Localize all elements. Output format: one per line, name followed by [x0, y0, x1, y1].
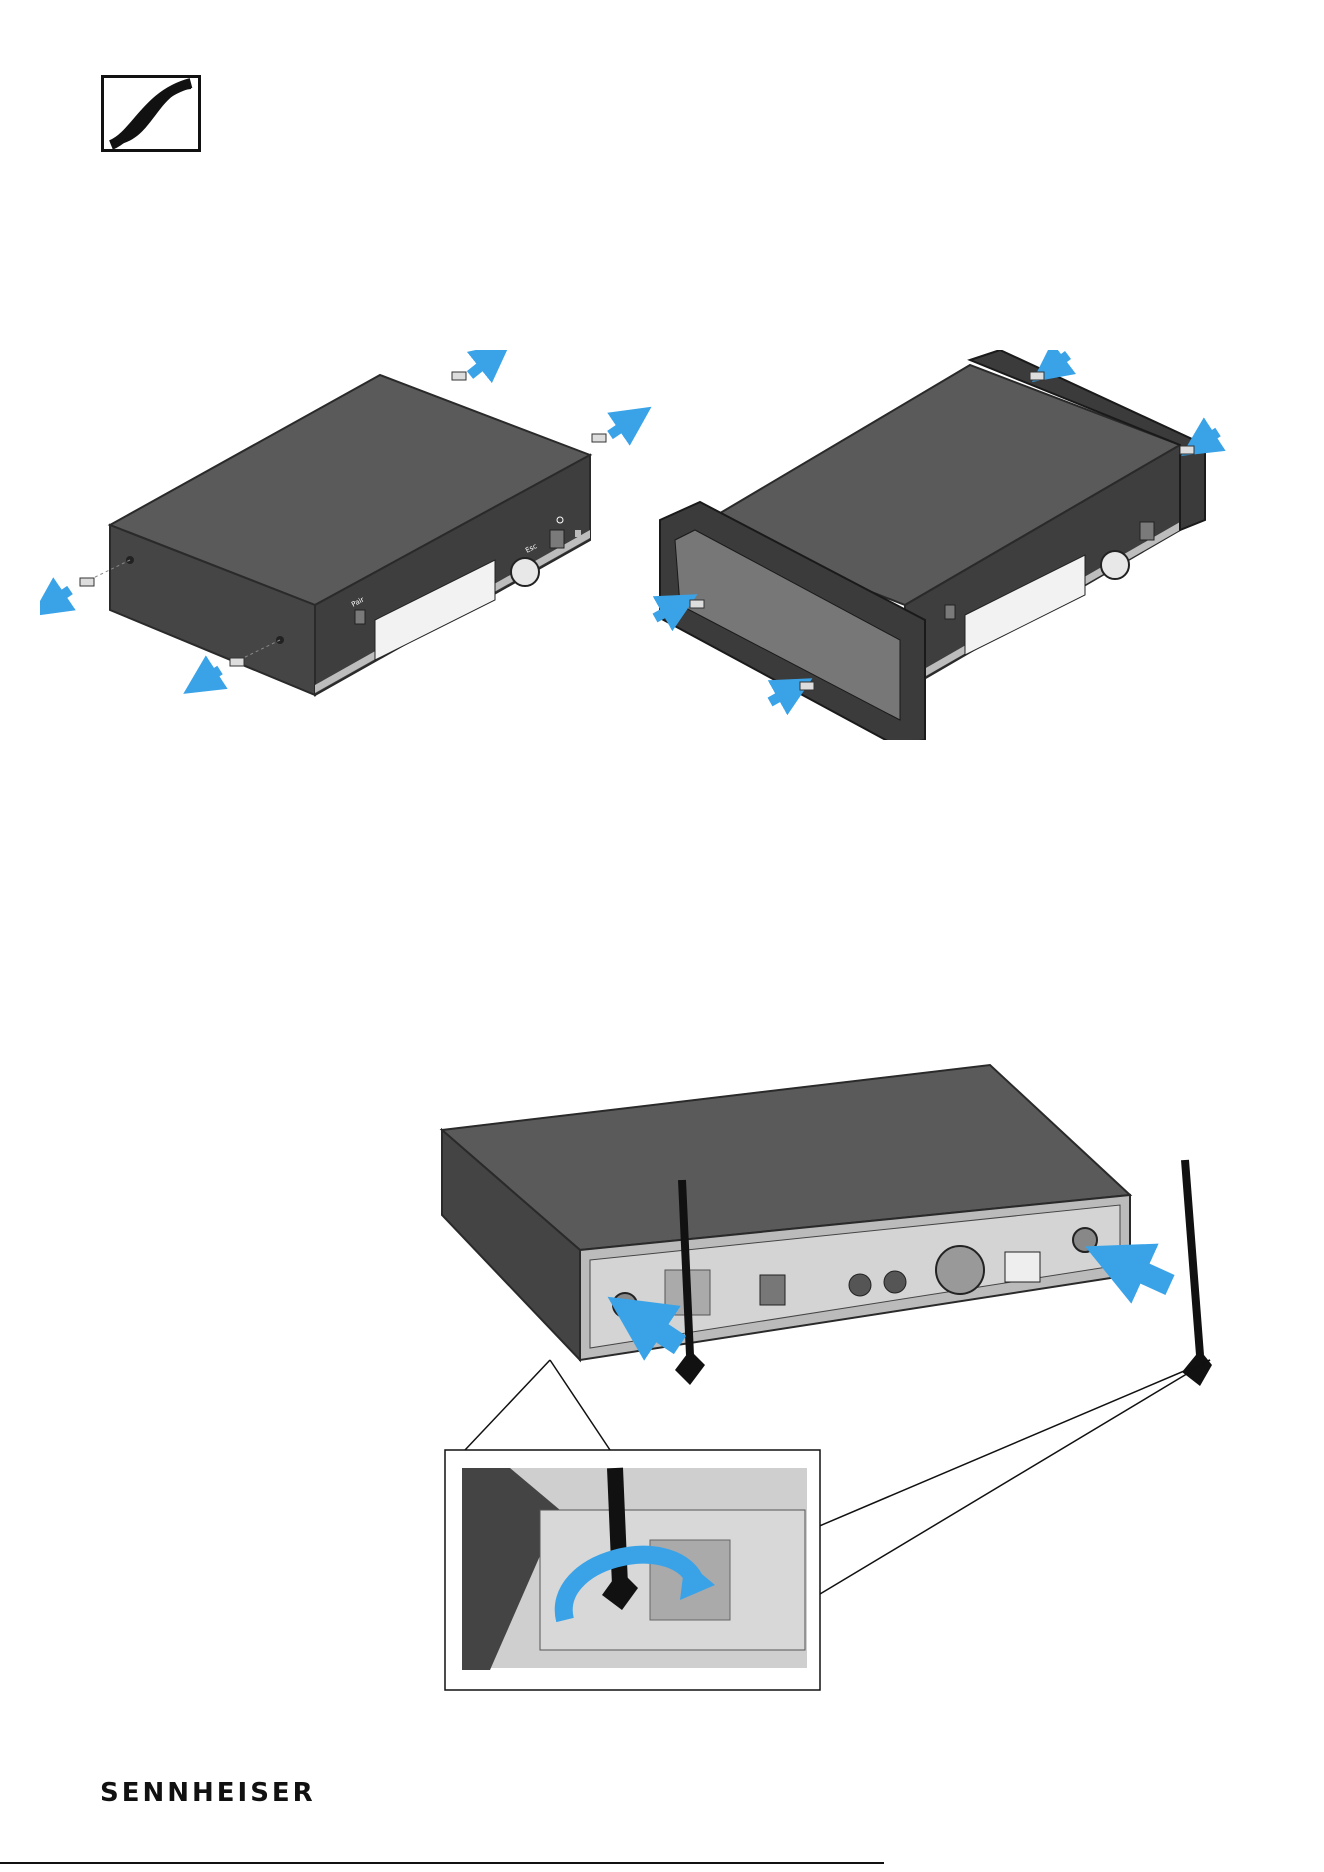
rack-mount-figure: Pair Esc: [40, 350, 1240, 740]
receiver-rear-view: [442, 1065, 1130, 1360]
receiver-without-rack-ears: Pair Esc: [110, 375, 590, 695]
rotation-callout: [445, 1360, 1210, 1690]
footer-rule: [0, 1862, 884, 1864]
sennheiser-logo-icon: [101, 75, 201, 152]
antenna-connection-figure: [430, 1060, 1240, 1700]
receiver-with-rack-ears: [660, 350, 1205, 740]
brand-wordmark: SENNHEISER: [100, 1778, 316, 1808]
